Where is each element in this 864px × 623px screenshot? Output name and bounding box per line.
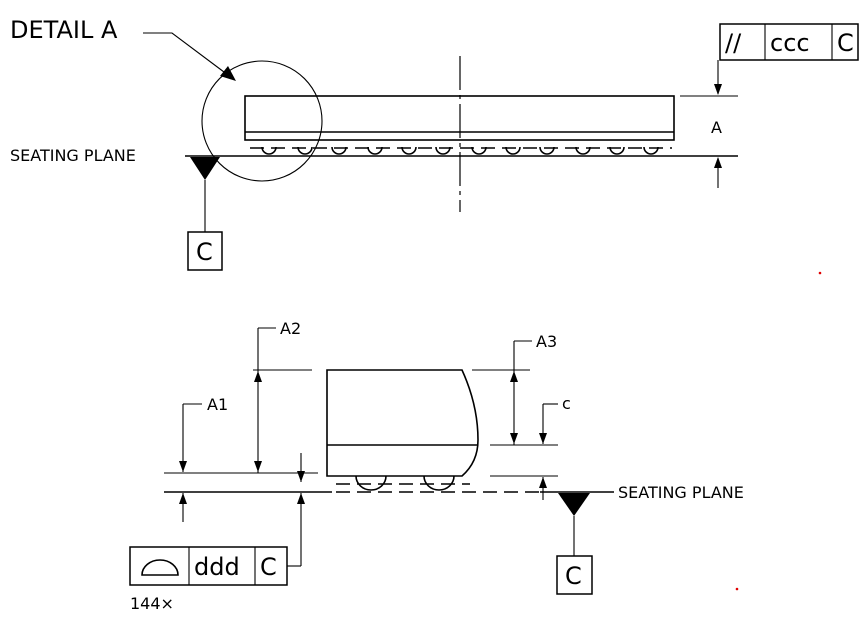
detail-a-circle [201,60,323,182]
package-body-side [326,369,479,477]
solder-balls-top [261,146,659,155]
fcf-symbol-parallel: // [725,29,742,57]
fcf-tolerance-ddd: ddd [194,553,240,581]
a3-arrowhead-top [510,371,518,382]
ball-side-1 [355,475,387,491]
ball-side-2 [423,475,455,491]
ball-count-label: 144× [130,594,174,613]
c-arrowhead-top [539,433,547,444]
marker-dot-1 [818,271,822,275]
dim-a3-label: A3 [536,332,557,351]
a1-arrowhead-top [179,461,187,472]
marker-dot-2 [735,587,739,591]
a2-arrowhead-bottom [254,461,262,472]
fcf-profile: ddd C [129,546,288,586]
datum-triangle-top [190,157,220,180]
fcf-datum-c-side: C [260,553,277,581]
datum-box-side [556,555,593,595]
dim-c-label: c [562,394,571,413]
c-arrowhead-bottom [539,477,547,488]
fcf-parallelism: // ccc C [719,23,859,61]
dim-a-label: A [711,118,722,137]
datum-triangle-side [558,493,590,516]
a3-arrowhead-bottom [510,433,518,444]
a2-arrowhead-top [254,371,262,382]
detail-a-label: DETAIL A [10,16,118,44]
datum-box-top [187,231,223,271]
ddd-arrowhead-bottom [297,493,305,504]
detail-a-arrowhead [220,66,236,81]
dim-a2-label: A2 [280,319,301,338]
dim-a-arrowhead-lower [714,157,722,168]
datum-c-side: C [565,562,582,590]
dim-a-arrowhead-upper [714,84,722,95]
profile-surface-icon [141,559,179,576]
seating-plane-label-top: SEATING PLANE [10,146,136,165]
fcf-datum-c-top: C [837,29,854,57]
a1-arrowhead-bottom [179,493,187,504]
fcf-tolerance-ccc: ccc [770,29,810,57]
seating-plane-label-side: SEATING PLANE [618,483,744,502]
ddd-arrowhead-top [297,471,305,482]
datum-c-top: C [196,238,213,266]
dim-a1-label: A1 [207,395,228,414]
detail-a-leader [143,32,229,76]
